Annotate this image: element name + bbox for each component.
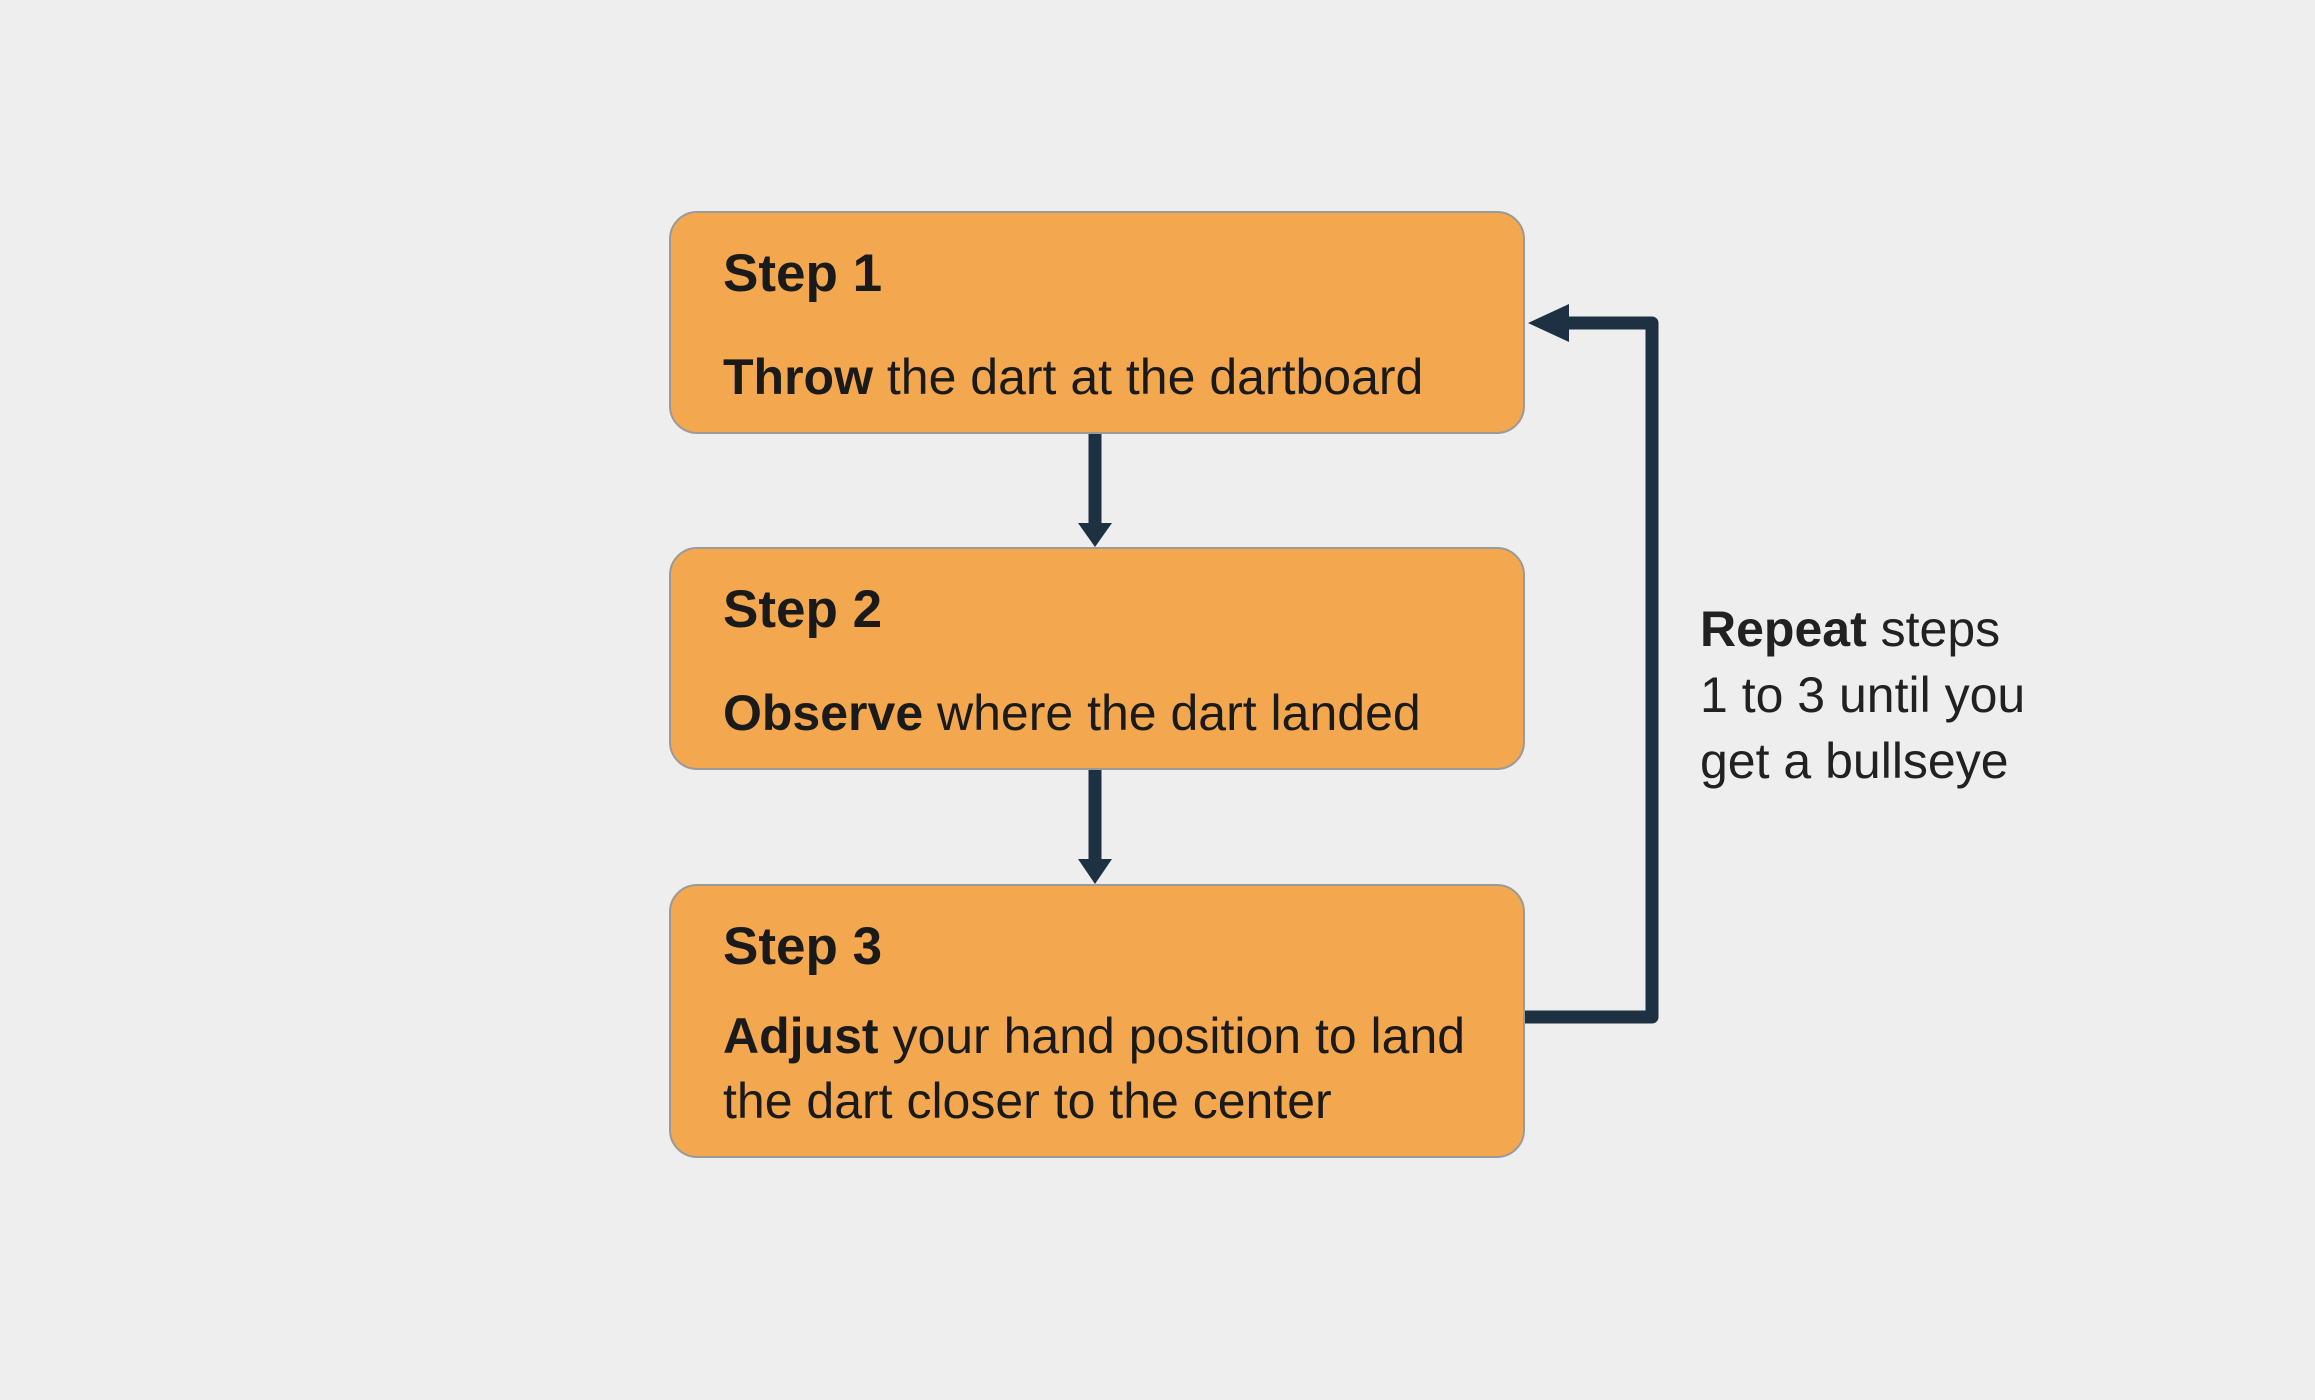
step-3-text: your hand position to land the dart clos… xyxy=(723,1008,1466,1129)
arrow-down-icon xyxy=(1078,434,1112,547)
step-1-description: Throw the dart at the dartboard xyxy=(723,345,1483,410)
step-2-description: Observe where the dart landed xyxy=(723,681,1483,746)
step-3-box: Step 3 Adjust your hand position to land… xyxy=(669,884,1525,1158)
step-1-title: Step 1 xyxy=(723,244,883,303)
arrow-down-icon xyxy=(1078,770,1112,884)
repeat-note-line-1: Repeat steps xyxy=(1700,596,2025,662)
repeat-note-line-2: 1 to 3 until you xyxy=(1700,667,2026,723)
repeat-note: Repeat steps 1 to 3 until you get a bull… xyxy=(1700,596,2025,794)
step-3-title: Step 3 xyxy=(723,917,883,976)
step-3-description: Adjust your hand position to land the da… xyxy=(723,1004,1483,1134)
step-2-box: Step 2 Observe where the dart landed xyxy=(669,547,1525,770)
step-2-text: where the dart landed xyxy=(923,685,1421,741)
step-3-keyword: Adjust xyxy=(723,1008,879,1064)
repeat-note-keyword: Repeat xyxy=(1700,601,1867,657)
repeat-note-line-3: get a bullseye xyxy=(1700,733,2009,789)
step-2-title: Step 2 xyxy=(723,580,883,639)
step-1-box: Step 1 Throw the dart at the dartboard xyxy=(669,211,1525,434)
repeat-note-line-1-text: steps xyxy=(1866,601,2001,657)
step-1-text: the dart at the dartboard xyxy=(872,349,1424,405)
step-2-keyword: Observe xyxy=(723,685,924,741)
step-1-keyword: Throw xyxy=(723,349,873,405)
loop-arrow-icon xyxy=(1525,304,1659,1024)
